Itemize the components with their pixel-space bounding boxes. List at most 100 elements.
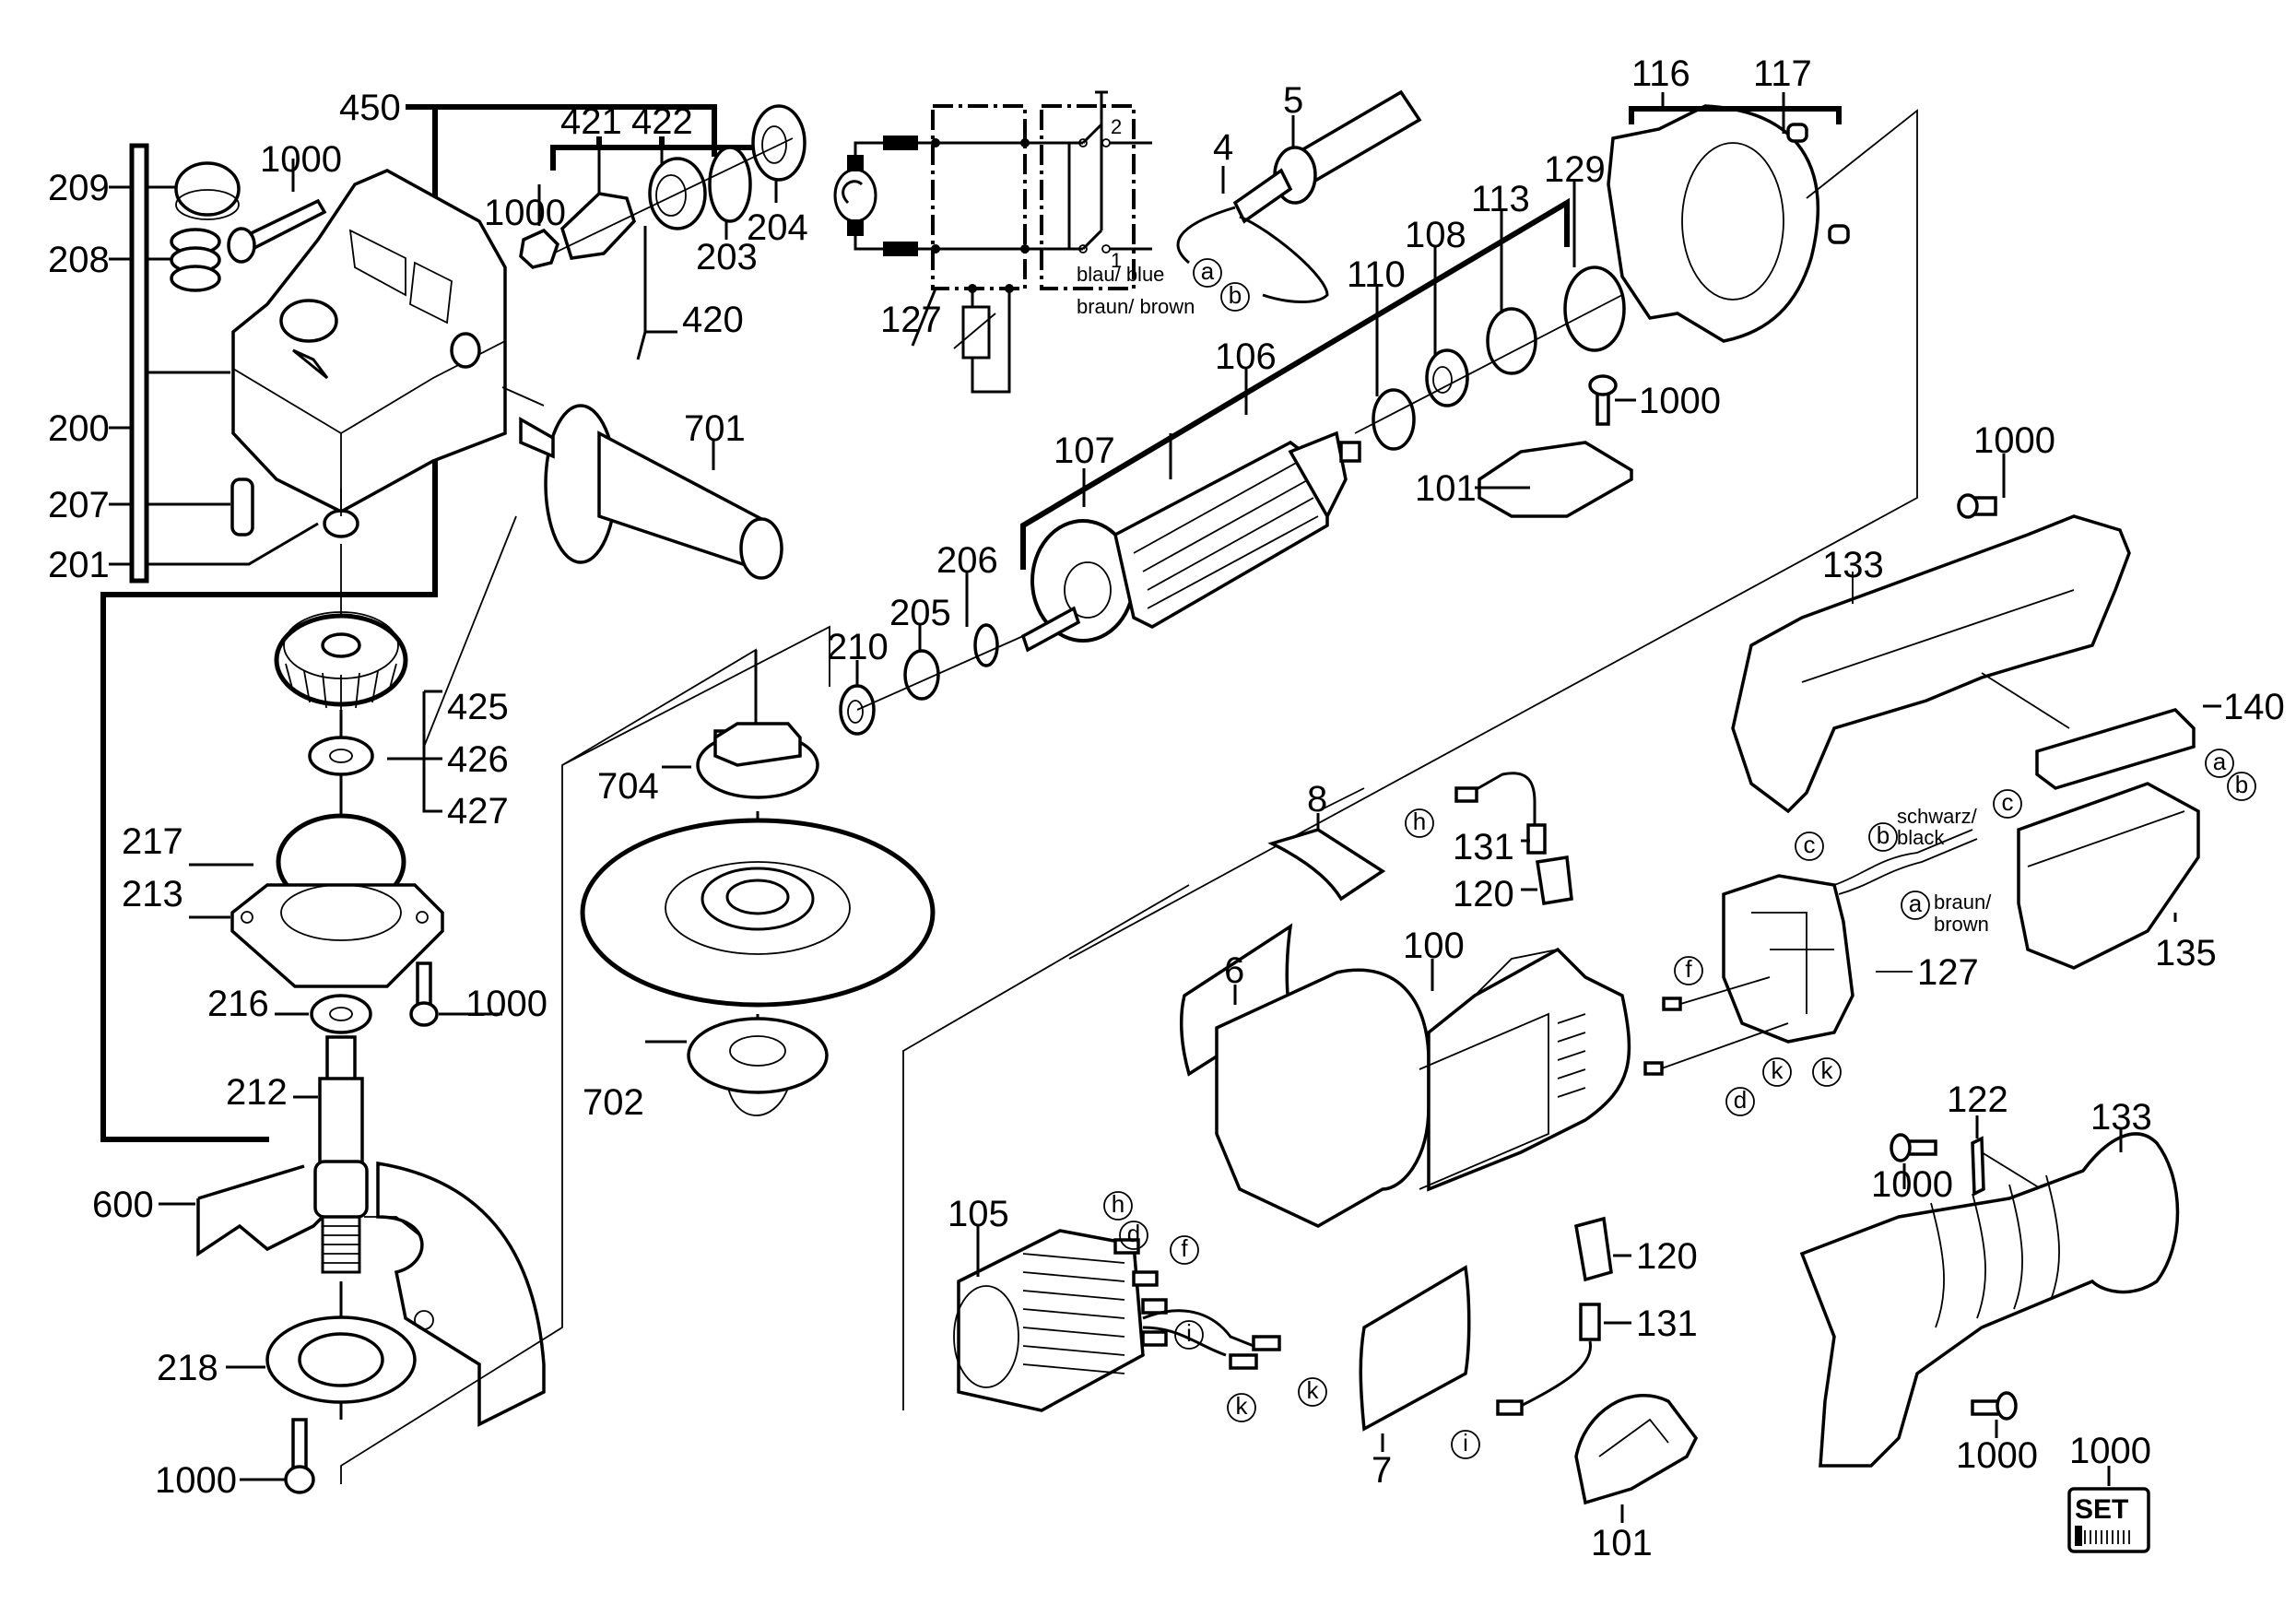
label-127-switch: 127 (1917, 952, 1979, 993)
label-140: 140 (2223, 687, 2285, 727)
label-213: 213 (122, 874, 183, 914)
svg-text:h: h (1112, 1190, 1124, 1218)
connector-c-switch: c (1795, 831, 1824, 861)
connector-b-cable: b (1220, 281, 1250, 312)
wire-label-blue: blau/ blue (1077, 263, 1164, 286)
part-113-plate (1486, 307, 1537, 375)
svg-text:b: b (1229, 281, 1242, 309)
svg-text:b: b (2235, 771, 2248, 798)
part-203-washer (708, 146, 752, 223)
part-216-washer (310, 994, 372, 1034)
label-704: 704 (597, 766, 659, 807)
part-205-washer (903, 649, 940, 701)
label-8: 8 (1307, 779, 1327, 820)
label-207: 207 (48, 485, 110, 525)
svg-text:i: i (1186, 1319, 1192, 1347)
svg-text:f: f (1685, 955, 1692, 983)
connector-f-stator: f (1170, 1234, 1199, 1265)
set-badge: SET (2067, 1466, 2150, 1553)
connector-h-stator: h (1103, 1190, 1133, 1221)
connector-i-plug: i (1451, 1429, 1480, 1459)
schematic-switch-pos-1: 1 (1111, 249, 1122, 272)
set-badge-text: SET (2075, 1494, 2128, 1525)
label-450: 450 (339, 88, 401, 128)
connector-k-switch-2: k (1812, 1056, 1842, 1087)
label-110: 110 (1347, 254, 1406, 295)
connector-a-wire: a (1901, 890, 1930, 920)
connector-f-switch: f (1674, 955, 1703, 985)
wire-label-brown: braun/ brown (1077, 295, 1195, 318)
label-101-bottom: 101 (1591, 1523, 1653, 1563)
connector-h-top: h (1405, 808, 1434, 838)
label-133-top: 133 (1822, 545, 1884, 585)
label-1000-guard-screw: 1000 (155, 1460, 237, 1501)
label-205: 205 (889, 593, 951, 633)
part-116-fan-baffle (1607, 104, 1819, 343)
label-1000-handle-screw: 1000 (1973, 420, 2055, 461)
part-117-pin (1786, 123, 1808, 143)
label-217: 217 (122, 821, 183, 862)
label-131-top: 131 (1453, 827, 1514, 867)
svg-text:h: h (1413, 808, 1426, 835)
label-1000-cap-screw: 1000 (1639, 381, 1721, 421)
part-702-backing-flange (687, 1017, 829, 1094)
connector-markers: a b h a b c c b a f k k d h d f i k k i (1103, 257, 2256, 1459)
part-120-holder-bottom (1574, 1216, 1613, 1282)
svg-text:b: b (1877, 821, 1890, 849)
label-208: 208 (48, 240, 110, 280)
part-204-bearing (751, 104, 807, 182)
part-133-grip-bottom (1799, 1129, 2180, 1468)
label-6: 6 (1224, 950, 1244, 991)
label-120-bottom: 120 (1636, 1236, 1698, 1277)
part-213-bearing-flange (230, 883, 444, 988)
connector-c-slider: c (1993, 788, 2022, 819)
label-4: 4 (1213, 127, 1233, 168)
svg-text:a: a (1909, 890, 1923, 917)
label-129: 129 (1544, 149, 1606, 190)
svg-text:d: d (1127, 1220, 1140, 1247)
part-labels: 450 209 1000 208 200 207 201 421 422 100… (48, 53, 2285, 1563)
label-204: 204 (747, 207, 808, 248)
label-1000-flange-screw: 1000 (465, 984, 548, 1024)
part-206-circlip (973, 623, 999, 667)
connector-i-stator: i (1174, 1319, 1204, 1350)
part-110-bearing (1372, 388, 1416, 451)
svg-text:i: i (1463, 1429, 1468, 1457)
schematic-switch-pos-2: 2 (1111, 115, 1122, 138)
part-bevel-gear (274, 611, 408, 710)
svg-text:a: a (2213, 748, 2227, 775)
label-1000-cover-screw: 1000 (260, 139, 342, 180)
label-131-bottom: 131 (1636, 1303, 1698, 1344)
circuit-schematic: 2 1 (833, 90, 1152, 394)
label-1000-grip-screw2: 1000 (1956, 1435, 2038, 1476)
svg-text:k: k (1236, 1392, 1249, 1420)
motor-housing-group (902, 772, 1631, 1452)
label-120-top: 120 (1453, 874, 1514, 914)
svg-text:a: a (1201, 257, 1215, 285)
svg-text:c: c (1804, 831, 1816, 858)
svg-text:f: f (1181, 1234, 1188, 1262)
connector-a-cable: a (1193, 257, 1222, 288)
label-203: 203 (696, 237, 758, 277)
label-600: 600 (92, 1185, 154, 1225)
part-421-pinion (560, 192, 636, 260)
label-127-schematic: 127 (880, 300, 942, 340)
part-105-stator (953, 1226, 1281, 1412)
part-131-plug-bottom (1579, 1303, 1601, 1341)
part-101-brush-cap-top (1478, 441, 1633, 518)
part-8-label (1267, 828, 1386, 902)
label-209: 209 (48, 168, 110, 208)
bracket-200 (129, 143, 149, 584)
gear-head-assembly (100, 104, 830, 1494)
label-420: 420 (682, 300, 744, 340)
svg-text:k: k (1821, 1056, 1834, 1084)
label-426: 426 (447, 739, 509, 780)
connector-d-switch: d (1725, 1086, 1755, 1116)
part-600-wheel-guard (196, 1161, 546, 1427)
label-5: 5 (1283, 80, 1303, 121)
label-421: 421 (560, 101, 622, 142)
wire-label-brown-en: brown (1934, 913, 1989, 936)
part-218-clamping-ring (265, 1310, 434, 1404)
label-107: 107 (1054, 431, 1115, 471)
label-1000-set: 1000 (2069, 1431, 2151, 1471)
